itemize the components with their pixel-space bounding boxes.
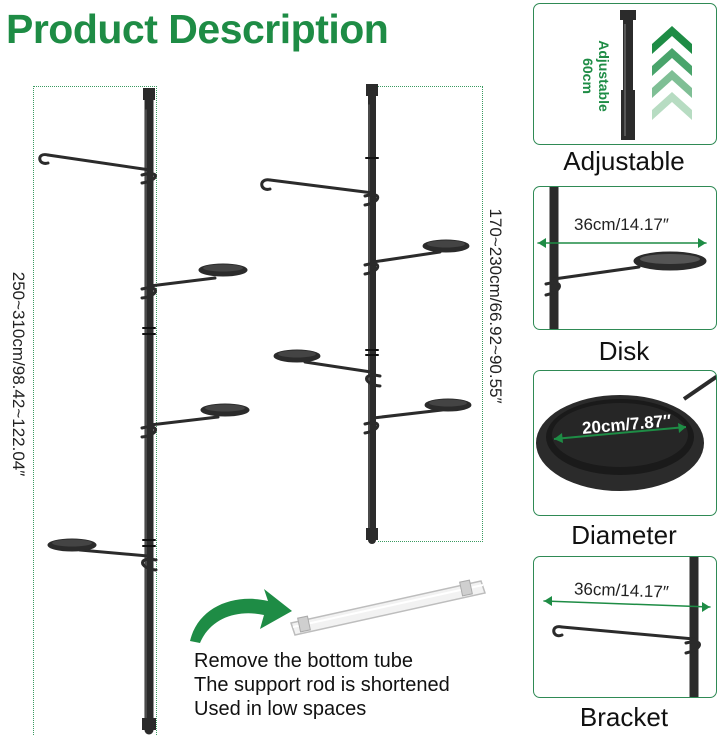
diameter-panel: 20cm/7.87″: [533, 370, 717, 516]
note-line-1: Remove the bottom tube: [194, 650, 414, 672]
disk-caption: Disk: [598, 336, 650, 366]
note-line-3: Used in low spaces: [194, 698, 367, 720]
bracket-measure-label: 36cm/14.17″: [573, 579, 670, 602]
bracket-caption: Bracket: [579, 702, 669, 732]
note-line-2: The support rod is shortened: [194, 674, 450, 696]
adjustable-60cm-label: Adjustable 60cm: [580, 40, 612, 112]
middle-height-label: 170~230cm/66.92~90.55″: [486, 208, 505, 404]
disk-measure-label: 36cm/14.17″: [574, 215, 669, 234]
left-stand-outline: [33, 86, 157, 735]
bracket-panel: 36cm/14.17″: [533, 556, 717, 698]
up-chevron-icon: [652, 26, 692, 54]
diameter-caption: Diameter: [571, 520, 677, 550]
adjustable-caption: Adjustable: [563, 146, 685, 176]
middle-stand-outline: [378, 86, 483, 542]
disk-panel: 36cm/14.17″: [533, 186, 717, 330]
bottom-tube-icon: [290, 579, 486, 636]
curved-arrow-icon: [190, 589, 292, 643]
adjustable-panel: Adjustable 60cm: [533, 3, 717, 145]
page-title: Product Description: [6, 6, 389, 52]
